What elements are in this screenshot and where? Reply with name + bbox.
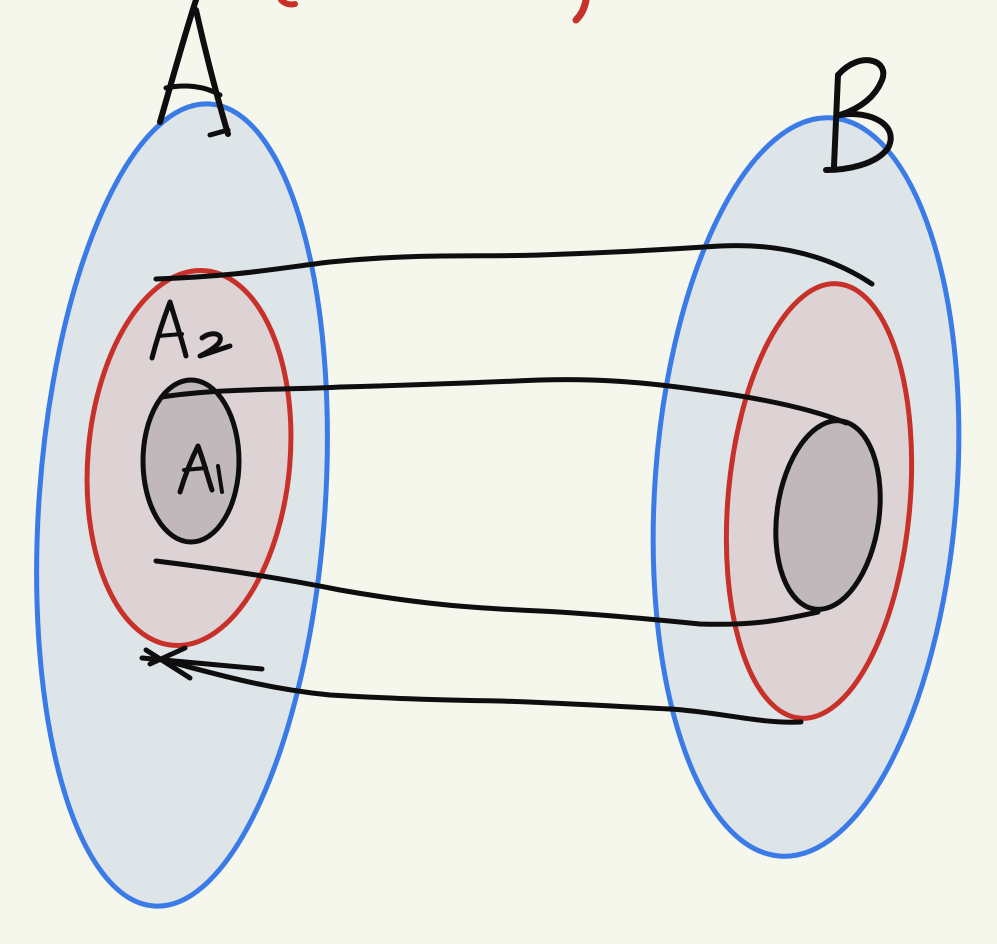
subset-a2-label-strokes: [149, 299, 233, 361]
map-arrow-top: [153, 243, 875, 287]
map-arrow-upper-middle: [159, 377, 849, 426]
map-arrow-lower-middle: [153, 558, 821, 627]
map-arrow-bottom: [159, 657, 804, 725]
cropped-heading-stroke-2: [572, 0, 590, 24]
cropped-heading-stroke-1: [278, 0, 298, 8]
subset-a1-label-strokes: [177, 443, 224, 495]
map-arrowhead: [139, 645, 265, 681]
set-a-label-strokes: [157, 0, 231, 138]
set-b-label-strokes: [823, 57, 894, 173]
